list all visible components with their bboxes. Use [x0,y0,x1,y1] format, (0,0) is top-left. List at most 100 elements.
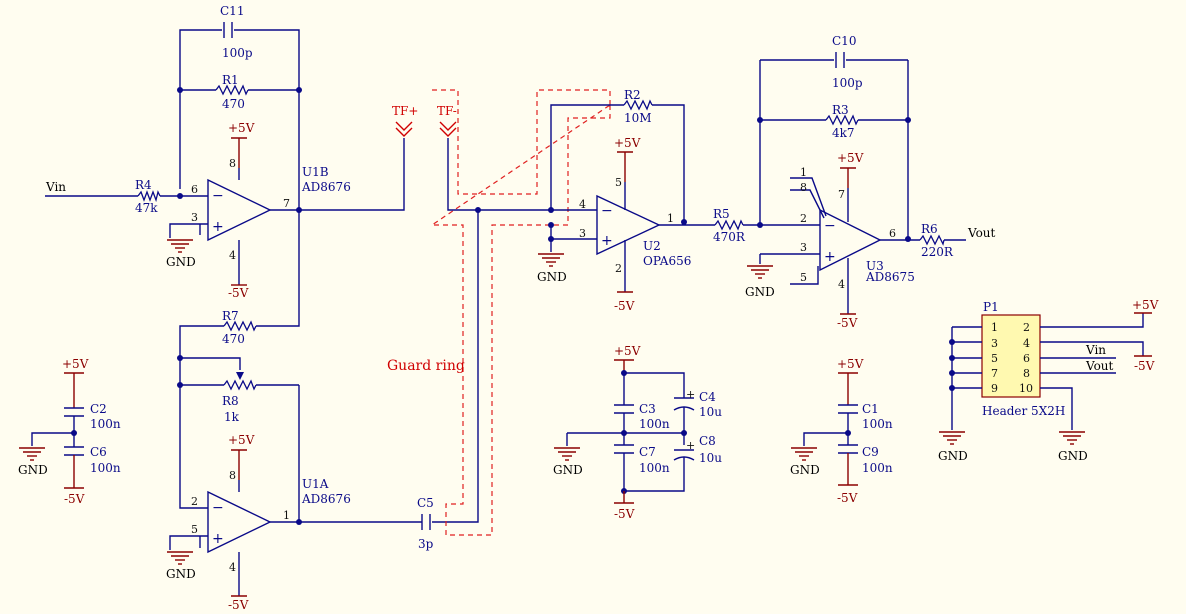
dec1-vneg: -5V [64,492,85,506]
header-vin: Vin [1085,343,1106,357]
svg-text:−: − [212,500,224,516]
u1b-vpos: +5V [228,121,255,135]
c11-ref: C11 [220,4,244,18]
u2-part: OPA656 [643,254,691,268]
c10-value: 100p [832,76,863,90]
header-pin-9: 9 [991,382,998,395]
header-body [981,314,1041,398]
vin-label: Vin [45,180,66,194]
c5-ref: C5 [417,496,434,510]
r6-value: 220R [921,245,954,259]
guard-ring-label: Guard ring [387,358,465,374]
u1a-pin-vn: 4 [229,561,236,574]
c1-ref: C1 [862,402,879,416]
u1b-pin-vn: 4 [229,249,236,262]
u1b-vneg: -5V [228,286,249,300]
u2-pin-vp: 5 [615,176,622,189]
u2-pin-vn: 2 [615,262,622,275]
u1a-part: AD8676 [301,492,351,506]
r8-ref: R8 [222,394,239,408]
header-pin-6: 6 [1023,352,1030,365]
u2-stage: R2 10M − + GND +5V -5V 4 3 1 5 2 U2 OPA6… [478,88,760,313]
header-pin-5: 5 [991,352,998,365]
u2-vpos: +5V [614,136,641,150]
c2-value: 100n [90,417,121,431]
dec3-vneg: -5V [837,491,858,505]
r7-ref: R7 [222,309,239,323]
svg-text:−: − [601,203,613,219]
u3-vneg: -5V [837,316,858,330]
r3-value: 4k7 [832,126,855,140]
c3-value: 100n [639,417,670,431]
u2-vneg: -5V [614,299,635,313]
u2-pin-in-neg: 4 [579,198,586,211]
c8-ref: C8 [699,434,716,448]
c3-c8-decoupling: +5V + + GND -5V C3 100n C4 10u C7 100n C… [553,344,722,521]
u3-ref: U3 [866,259,884,273]
header-vpos: +5V [1132,298,1159,312]
c3-ref: C3 [639,402,656,416]
r5-ref: R5 [713,207,730,221]
c5-value: 3p [418,537,434,551]
r4-ref: R4 [135,178,152,192]
c4-ref: C4 [699,390,716,404]
header-pin-1: 1 [991,321,998,334]
u3-pin-5: 5 [800,271,807,284]
u1a-pin-out: 1 [283,509,290,522]
u1b-part: AD8676 [301,180,351,194]
u3-pin-8: 8 [800,181,807,194]
p1-part: Header 5X2H [982,404,1065,418]
svg-text:−: − [212,188,224,204]
c7-ref: C7 [639,445,656,459]
u3-pin-out: 6 [889,227,896,240]
r5-value: 470R [713,230,746,244]
u1b-pin-in-pos: 3 [191,211,198,224]
header-vout: Vout [1085,359,1114,373]
tfm-label: TF- [437,104,457,118]
u3-pin-in-neg: 2 [800,212,807,225]
dec3-vpos: +5V [837,357,864,371]
u1b-pin-out: 7 [283,197,290,210]
header-pin-4: 4 [1023,337,1030,350]
r2-ref: R2 [624,88,641,102]
u3-pin-vn: 4 [838,278,845,291]
p1-ref: P1 [983,300,999,314]
r1-ref: R1 [222,73,239,87]
r4-value: 47k [135,201,158,215]
c1-value: 100n [862,417,893,431]
tfp-label: TF+ [392,104,418,118]
u1a-ref: U1A [302,477,329,491]
dec1-vpos: +5V [62,357,89,371]
u1b-pin-vp: 8 [229,157,236,170]
dec2-vpos: +5V [614,344,641,358]
header-pin-3: 3 [991,337,998,350]
u1a-pin-in-neg: 2 [191,495,198,508]
u3-pin-vp: 7 [838,188,845,201]
svg-text:+: + [686,439,695,452]
dec2-vneg: -5V [614,507,635,521]
svg-text:+: + [824,249,836,265]
u3-vpos: +5V [837,151,864,165]
u3-part: AD8675 [865,270,915,284]
u2-ref: U2 [643,239,661,253]
c2-ref: C2 [90,402,107,416]
c8-value: 10u [699,451,722,465]
header-vneg: -5V [1134,359,1155,373]
c4-value: 10u [699,405,722,419]
c10-ref: C10 [832,34,856,48]
svg-text:+: + [686,388,695,401]
c7-value: 100n [639,461,670,475]
u2-pin-out: 1 [667,212,674,225]
svg-text:−: − [824,218,836,234]
u1a-gnd: GND [166,567,196,581]
r3-ref: R3 [832,103,849,117]
u2-pin-in-pos: 3 [579,227,586,240]
u3-stage: C10 100p R3 4k7 − + R6 220R Vout GND +5V… [745,34,996,330]
header-gnd-right: GND [1058,449,1088,463]
u1b-stage: C11 100p R1 470 Vin R4 47k − + +5V -5V G… [45,4,418,300]
r8-value: 1k [224,410,240,424]
header-p1: P1 Header 5X2H 1 2 3 4 5 6 7 8 9 10 GND … [938,298,1159,463]
dec2-gnd: GND [553,463,583,477]
c9-ref: C9 [862,445,879,459]
r2-value: 10M [624,111,652,125]
